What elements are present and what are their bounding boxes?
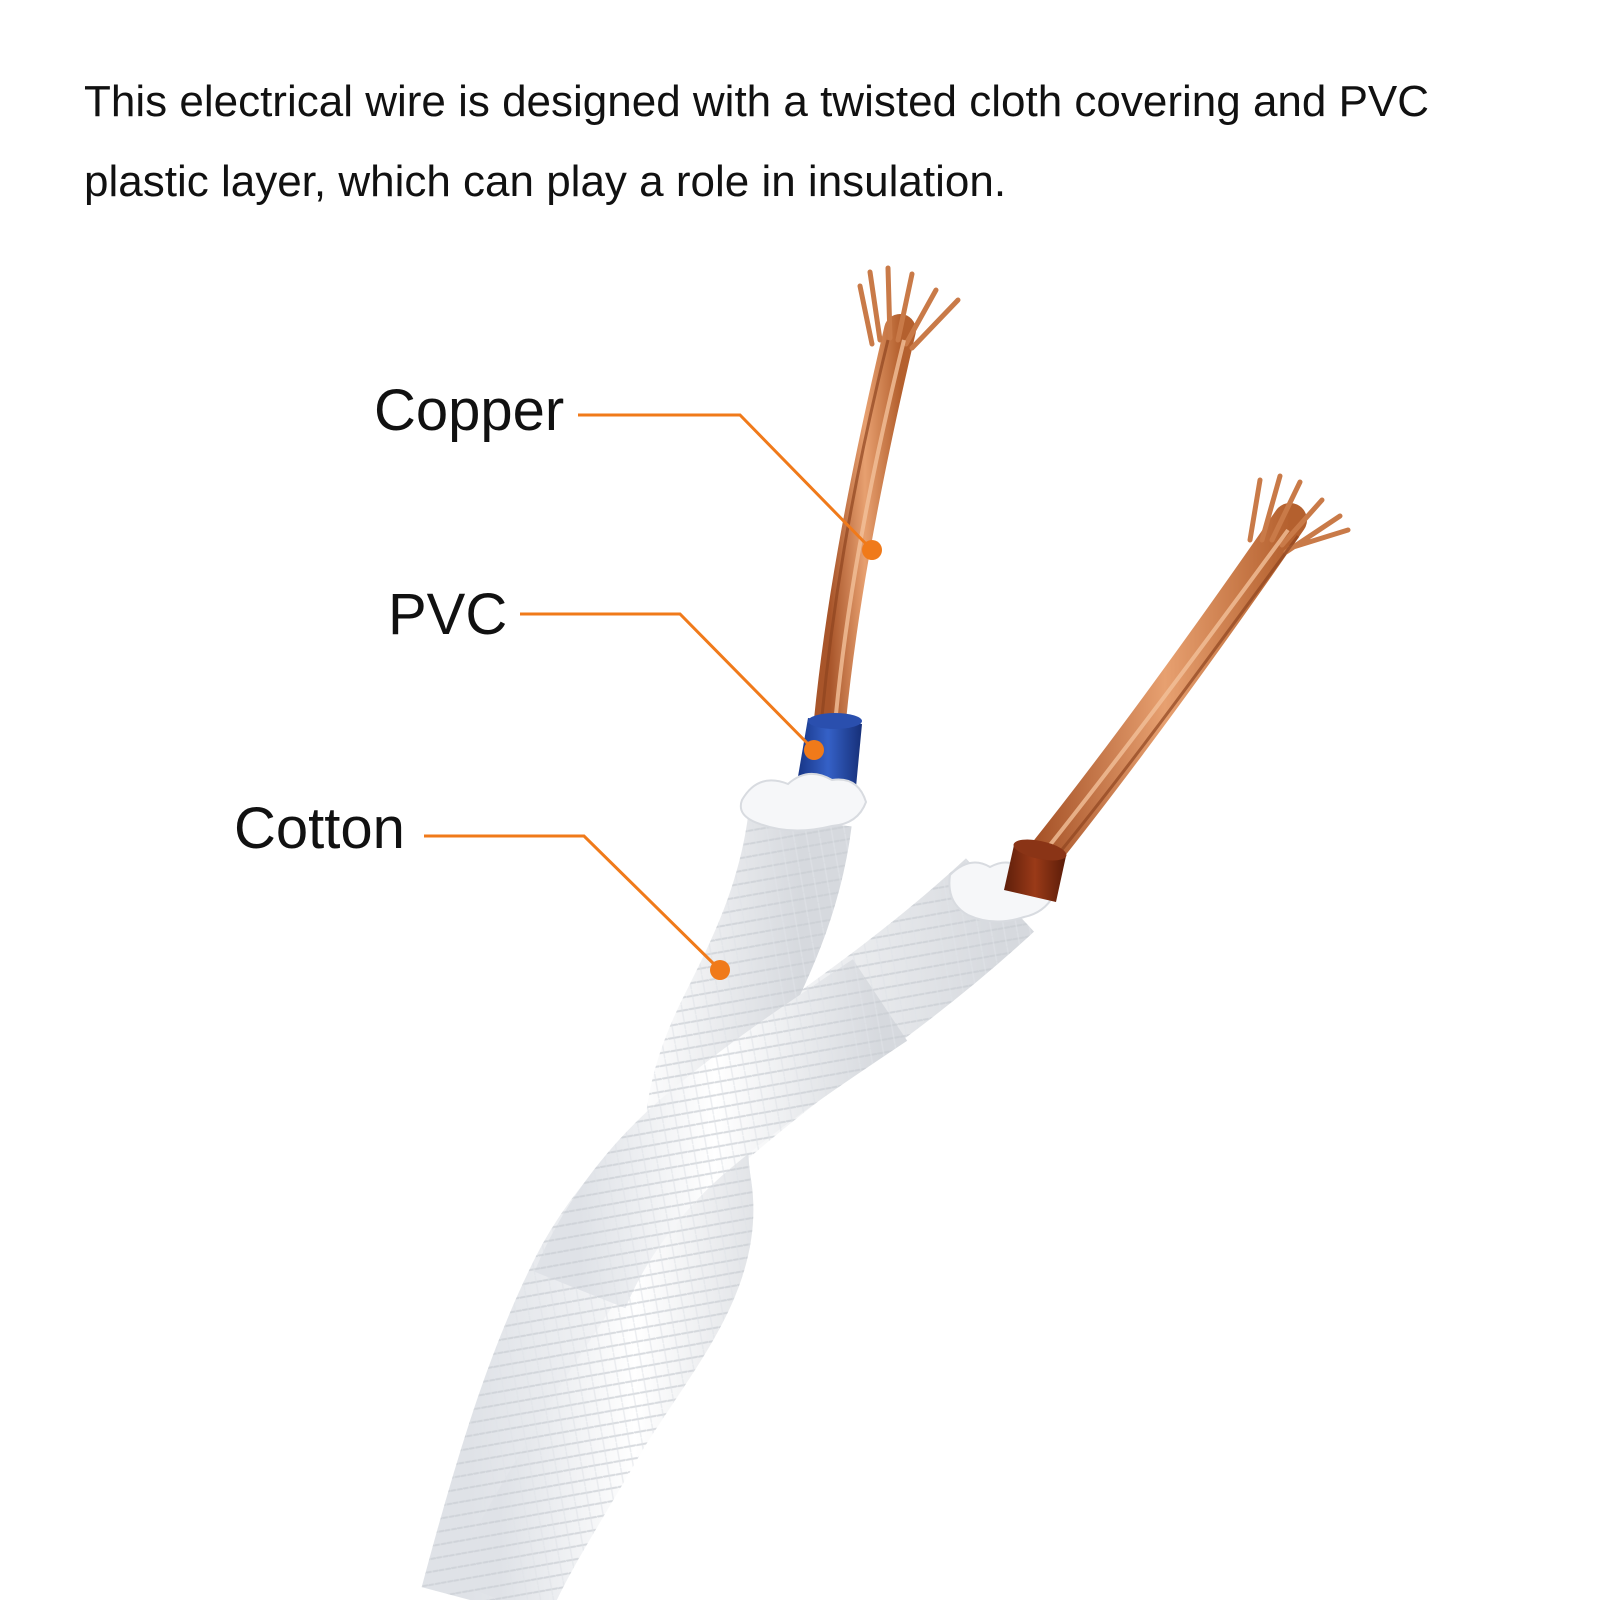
callout-pvc-line <box>520 612 824 760</box>
right-pvc-insulation <box>1004 839 1067 902</box>
callout-copper-line <box>578 413 882 560</box>
right-cotton-wire-front-segment <box>534 959 908 1309</box>
callout-label-cotton: Cotton <box>234 796 405 861</box>
left-copper-strands <box>814 265 961 736</box>
right-copper-strands <box>1023 473 1351 877</box>
callout-label-pvc: PVC <box>388 582 508 647</box>
description-text: This electrical wire is designed with a … <box>84 77 1430 206</box>
callout-cotton-line <box>424 834 730 980</box>
left-cotton-wire <box>451 773 868 1600</box>
callout-label-copper: Copper <box>374 378 565 443</box>
